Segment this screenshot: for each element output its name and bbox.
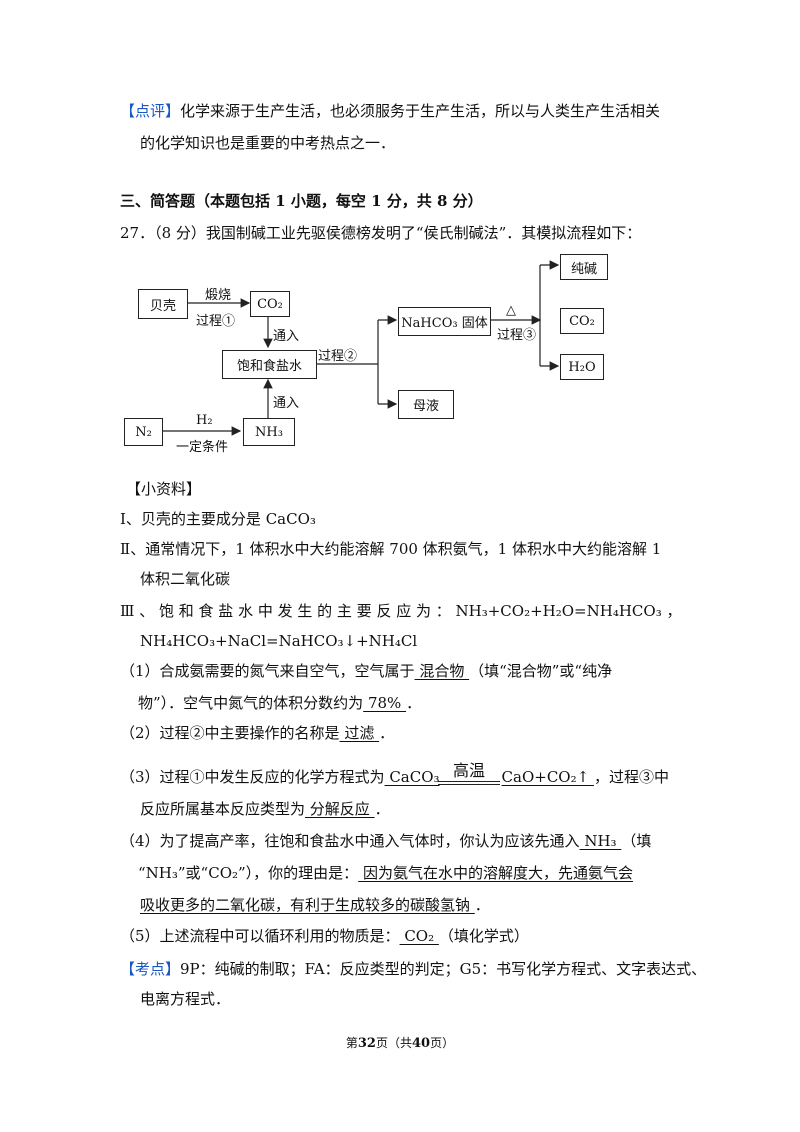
question-3-line-1: （3）过程①中发生反应的化学方程式为 CaCO₃ CaO+CO₂↑ ，过程③中 xyxy=(120,766,669,788)
info-1: I、贝壳的主要成分是 CaCO₃ xyxy=(120,510,316,528)
question-4-line-3: 吸收更多的二氧化碳，有利于生成较多的碳酸氢钠 ． xyxy=(140,894,490,916)
n2-box: N₂ xyxy=(124,418,163,446)
comment-line-2: 的化学知识也是重要的中考热点之一． xyxy=(140,134,396,152)
comment-tag: 【点评】 xyxy=(120,102,181,120)
footer-post: 页） xyxy=(430,1036,455,1050)
info-title: 【小资料】 xyxy=(126,480,202,498)
key-points-line-1: 【考点】9P：纯碱的制取；FA：反应类型的判定；G5：书写化学方程式、文字表达式… xyxy=(120,958,706,980)
q5-text-b: （填化学式） xyxy=(438,927,529,945)
q1-text-d: ． xyxy=(406,694,422,712)
process2-label: 过程② xyxy=(318,349,358,364)
footer-pre: 第 xyxy=(345,1036,358,1050)
mother-liquor-box: 母液 xyxy=(398,390,454,419)
q4-text-a: （4）为了提高产率，往饱和食盐水中通入气体时，你认为应该先通入 xyxy=(120,832,580,850)
shell-box: 贝壳 xyxy=(138,289,188,319)
section-title: 三、简答题（本题包括 1 小题，每空 1 分，共 8 分） xyxy=(120,192,483,210)
equation-condition: 高温 xyxy=(438,757,500,785)
q3-text-c: 反应所属基本反应类型为 xyxy=(140,800,306,818)
q3-text-a: （3）过程①中发生反应的化学方程式为 xyxy=(120,768,385,786)
q1-text-c: 物”）．空气中氮气的体积分数约为 xyxy=(138,694,364,712)
nh3-box: NH₃ xyxy=(243,418,295,446)
q2-text-b: ． xyxy=(379,724,395,742)
footer-page-number: 32 xyxy=(357,1036,376,1051)
q2-answer: 过滤 xyxy=(339,724,380,742)
key-points-line-2: 电离方程式． xyxy=(140,990,231,1008)
q1-answer-1: 混合物 xyxy=(414,662,470,680)
q3-answer-right: CaO+CO₂↑ xyxy=(501,768,594,786)
process1-label: 过程① xyxy=(196,314,236,329)
q4-text-d: ． xyxy=(474,896,490,914)
triangle-label: △ xyxy=(506,303,516,318)
question-1-line-2: 物”）．空气中氮气的体积分数约为 78% ． xyxy=(138,692,421,714)
q3-answer-left: CaCO₃ xyxy=(384,768,440,786)
q2-text-a: （2）过程②中主要操作的名称是 xyxy=(120,724,340,742)
footer-total-pages: 40 xyxy=(412,1036,431,1051)
key-points-tag: 【考点】 xyxy=(120,960,181,978)
info-2-line-2: 体积二氧化碳 xyxy=(140,570,231,588)
info-3-line-1: Ⅲ 、 饱 和 食 盐 水 中 发 生 的 主 要 反 应 为 ： NH₃+CO… xyxy=(120,602,682,620)
question-2: （2）过程②中主要操作的名称是 过滤 ． xyxy=(120,722,394,744)
footer-mid: 页（共 xyxy=(375,1036,412,1050)
calcine-label: 煅烧 xyxy=(205,288,232,303)
condition-label: 一定条件 xyxy=(176,440,229,455)
page-footer: 第32页（共40页） xyxy=(0,1034,800,1051)
pass-in-bottom-label: 通入 xyxy=(273,396,300,411)
co2-out-box: CO₂ xyxy=(560,308,604,334)
q4-answer-2-part-1: 因为氨气在水中的溶解度大，先通氨气会 xyxy=(358,864,633,882)
q5-answer: CO₂ xyxy=(399,927,439,945)
info-2-line-1: Ⅱ、通常情况下，1 体积水中大约能溶解 700 体积氨气，1 体积水中大约能溶解… xyxy=(120,540,662,558)
q1-text-a: （1）合成氨需要的氮气来自空气，空气属于 xyxy=(120,662,415,680)
q3-condition: 高温 xyxy=(452,761,485,780)
q4-answer-2-part-2: 吸收更多的二氧化碳，有利于生成较多的碳酸氢钠 xyxy=(140,896,475,914)
q3-text-b: ，过程③中 xyxy=(593,768,669,786)
h2-label: H₂ xyxy=(196,413,213,428)
question-4-line-1: （4）为了提高产率，往饱和食盐水中通入气体时，你认为应该先通入 NH₃ （填 xyxy=(120,830,651,852)
key-points-text: 9P：纯碱的制取；FA：反应类型的判定；G5：书写化学方程式、文字表达式、 xyxy=(180,960,707,978)
question-intro: 27．（8 分）我国制碱工业先驱侯德榜发明了“侯氏制碱法”．其模拟流程如下： xyxy=(120,224,642,242)
question-1-line-1: （1）合成氨需要的氮气来自空气，空气属于 混合物 （填“混合物”或“纯净 xyxy=(120,660,612,682)
q4-text-b: （填 xyxy=(621,832,652,850)
q1-answer-2: 78% xyxy=(363,694,407,712)
q3-text-d: ． xyxy=(374,800,390,818)
h2o-box: H₂O xyxy=(560,354,604,380)
q1-text-b: （填“混合物”或“纯净 xyxy=(469,662,613,680)
process3-label: 过程③ xyxy=(497,328,537,343)
question-4-line-2: “NH₃”或“CO₂”），你的理由是： 因为氨气在水中的溶解度大，先通氨气会 xyxy=(138,862,633,884)
info-3-line-2: NH₄HCO₃+NaCl=NaHCO₃↓+NH₄Cl xyxy=(140,632,418,650)
comment-line-1: 【点评】化学来源于生产生活，也必须服务于生产生活，所以与人类生产生活相关 xyxy=(120,100,660,122)
question-3-line-2: 反应所属基本反应类型为 分解反应 ． xyxy=(140,798,390,820)
comment-text: 化学来源于生产生活，也必须服务于生产生活，所以与人类生产生活相关 xyxy=(180,102,661,120)
question-5: （5）上述流程中可以循环利用的物质是： CO₂ （填化学式） xyxy=(120,925,529,947)
flow-diagram-arrows xyxy=(162,260,560,436)
q4-text-c: “NH₃”或“CO₂”），你的理由是： xyxy=(138,864,359,882)
soda-box: 纯碱 xyxy=(560,254,608,280)
nahco3-box: NaHCO₃ 固体 xyxy=(398,307,491,336)
q3-answer-2: 分解反应 xyxy=(305,800,375,818)
q4-answer-1: NH₃ xyxy=(579,832,622,850)
brine-box: 饱和食盐水 xyxy=(222,350,317,379)
pass-in-top-label: 通入 xyxy=(273,329,300,344)
q5-text-a: （5）上述流程中可以循环利用的物质是： xyxy=(120,927,400,945)
co2-box: CO₂ xyxy=(250,291,290,317)
